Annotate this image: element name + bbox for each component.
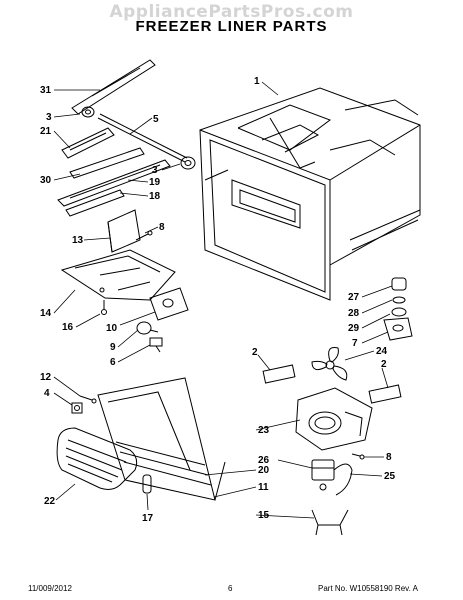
callout-21: 21 bbox=[40, 126, 52, 137]
callout-13: 13 bbox=[72, 235, 84, 246]
footer-page: 6 bbox=[228, 584, 233, 593]
cover-panel bbox=[97, 377, 226, 501]
bulb-part-9 bbox=[136, 321, 159, 335]
rail-part-18 bbox=[65, 189, 125, 217]
wheel-part-3a bbox=[81, 106, 95, 118]
callout-labels: 1 31 3 5 21 3 30 19 18 8 13 14 16 10 9 6… bbox=[40, 76, 396, 524]
callout-30: 30 bbox=[40, 175, 52, 186]
callout-3a: 3 bbox=[46, 112, 52, 123]
callout-16: 16 bbox=[62, 322, 74, 333]
leader-lines bbox=[53, 81, 393, 519]
callout-29: 29 bbox=[348, 323, 360, 334]
gasket-part-10 bbox=[149, 287, 189, 321]
bracket-part-13 bbox=[107, 209, 141, 253]
callout-10: 10 bbox=[106, 323, 118, 334]
rail-part-31 bbox=[71, 59, 156, 115]
screw-part-12 bbox=[79, 395, 97, 404]
callout-9: 9 bbox=[110, 342, 116, 353]
motor-part-26 bbox=[311, 459, 335, 491]
callout-2b: 2 bbox=[381, 359, 387, 370]
fan-blade-part-24 bbox=[311, 347, 348, 381]
clip-part-4 bbox=[71, 402, 83, 414]
callout-3b: 3 bbox=[152, 165, 158, 176]
callout-8b: 8 bbox=[386, 452, 392, 463]
slide-part-30 bbox=[69, 147, 145, 179]
damper-assembly bbox=[383, 277, 413, 341]
footer-date: 11/009/2012 bbox=[28, 584, 72, 593]
callout-22: 22 bbox=[44, 496, 56, 507]
foam-blocks bbox=[262, 364, 402, 404]
watermark: AppliancePartsPros.com bbox=[109, 2, 354, 22]
callout-2a: 2 bbox=[252, 347, 258, 358]
callout-25: 25 bbox=[384, 471, 396, 482]
callout-11: 11 bbox=[258, 482, 269, 493]
callout-17: 17 bbox=[142, 513, 154, 524]
sensor-part-17 bbox=[142, 474, 152, 494]
callout-15: 15 bbox=[258, 510, 270, 521]
bracket-part-15 bbox=[311, 509, 349, 536]
callout-27: 27 bbox=[348, 292, 360, 303]
footer-part-number: Part No. W10558190 Rev. A bbox=[318, 584, 418, 593]
wheel-part-3b bbox=[180, 156, 196, 170]
slide-part-19 bbox=[57, 159, 171, 207]
callout-20: 20 bbox=[258, 465, 270, 476]
screw-part-8b bbox=[351, 453, 365, 460]
page-title: FREEZER LINER PARTS bbox=[135, 18, 328, 35]
grille-part-22 bbox=[56, 427, 138, 490]
callout-6: 6 bbox=[110, 357, 116, 368]
callout-8a: 8 bbox=[159, 222, 165, 233]
callout-12: 12 bbox=[40, 372, 52, 383]
callout-24: 24 bbox=[376, 346, 388, 357]
socket-part-6 bbox=[149, 337, 163, 353]
shaft-part-5 bbox=[97, 113, 188, 163]
callout-31: 31 bbox=[40, 85, 52, 96]
callout-4: 4 bbox=[44, 388, 50, 399]
fan-housing-part-23 bbox=[295, 387, 373, 451]
callout-28: 28 bbox=[348, 308, 360, 319]
callout-23: 23 bbox=[258, 425, 270, 436]
thumb-screw-part-16 bbox=[101, 300, 107, 315]
callout-26: 26 bbox=[258, 455, 270, 466]
housing-part-14 bbox=[60, 249, 176, 301]
callout-19: 19 bbox=[149, 177, 161, 188]
wire-harness-part-25 bbox=[333, 463, 353, 496]
callout-18: 18 bbox=[149, 191, 161, 202]
callout-14: 14 bbox=[40, 308, 52, 319]
callout-7: 7 bbox=[352, 338, 358, 349]
callout-5: 5 bbox=[153, 114, 159, 125]
rack-part-21 bbox=[61, 127, 115, 159]
callout-1: 1 bbox=[254, 76, 260, 87]
freezer-liner bbox=[199, 87, 421, 301]
